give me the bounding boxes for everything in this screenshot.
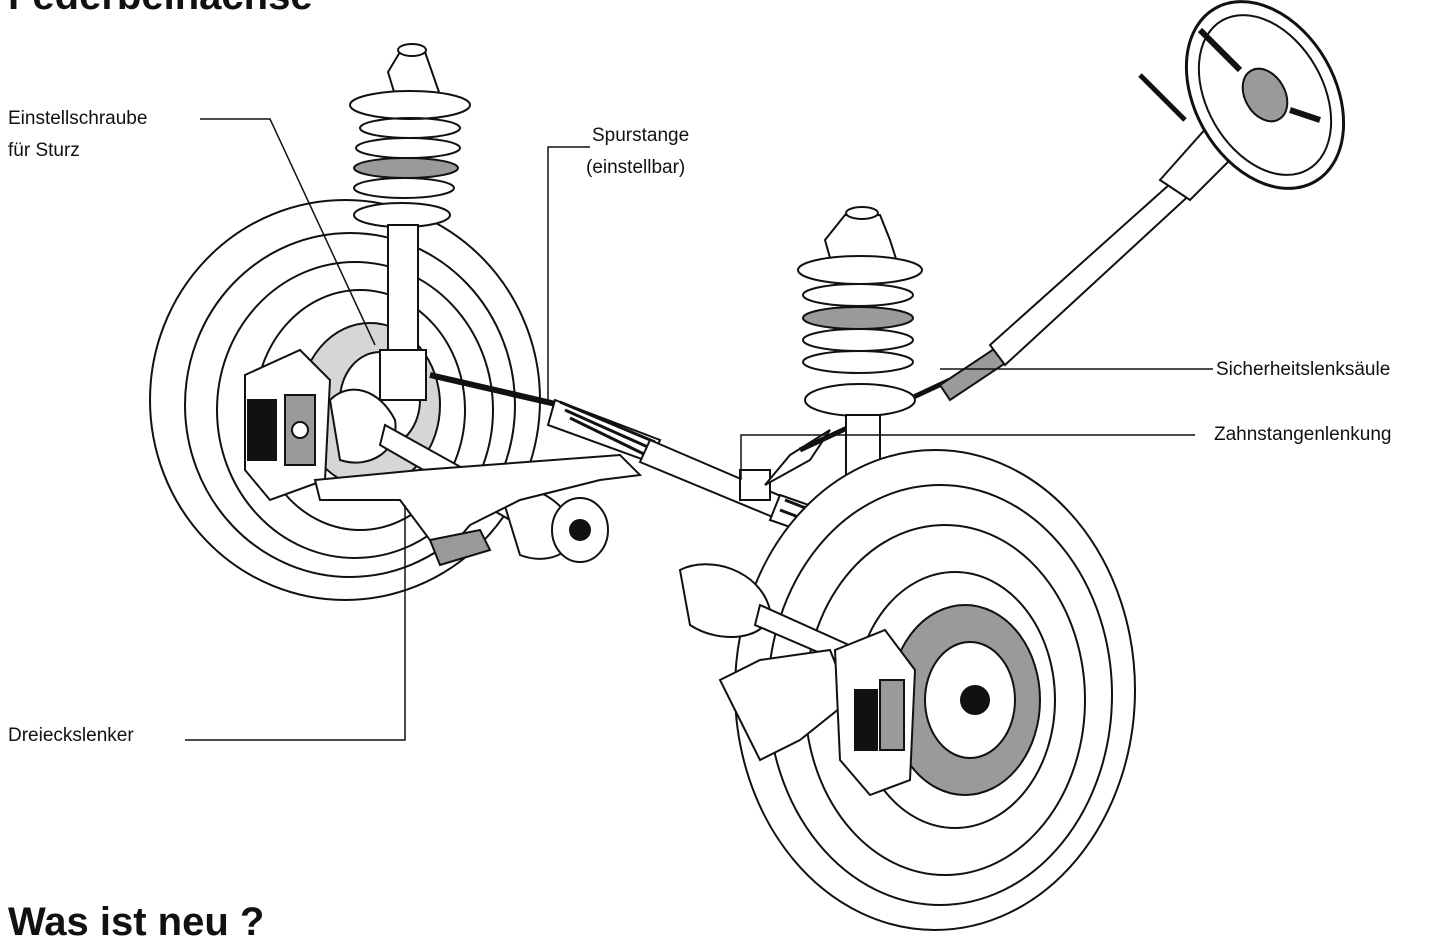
right-brake-caliper <box>833 628 917 797</box>
leader-spurstange <box>547 146 590 400</box>
label-einstellschraube: Einstellschraube <box>8 108 148 129</box>
leader-lines <box>185 118 1213 741</box>
left-wishbone <box>313 453 643 567</box>
label-fuer-sturz: für Sturz <box>8 140 80 161</box>
page-heading-bottom: Was ist neu ? <box>8 900 265 944</box>
leader-einstellschraube <box>200 118 376 346</box>
left-brake-caliper <box>244 348 332 502</box>
right-wishbone <box>718 648 852 762</box>
label-dreieckslenker: Dreieckslenker <box>8 725 134 746</box>
label-einstellbar: (einstellbar) <box>586 157 686 178</box>
page-heading-top: Federbeinachse <box>8 0 313 19</box>
label-sicherheitslenksaeule: Sicherheitslenksäule <box>1216 359 1391 380</box>
left-spring-strut <box>349 43 471 401</box>
right-driveshaft <box>678 563 862 670</box>
right-wheel <box>734 449 1136 931</box>
label-spurstange: Spurstange <box>592 125 690 146</box>
leader-dreieckslenker <box>185 505 406 741</box>
steering-wheel <box>1184 0 1346 190</box>
label-zahnstangenlenkung: Zahnstangenlenkung <box>1214 424 1392 445</box>
leader-zahnstangenlenkung <box>740 434 1195 480</box>
